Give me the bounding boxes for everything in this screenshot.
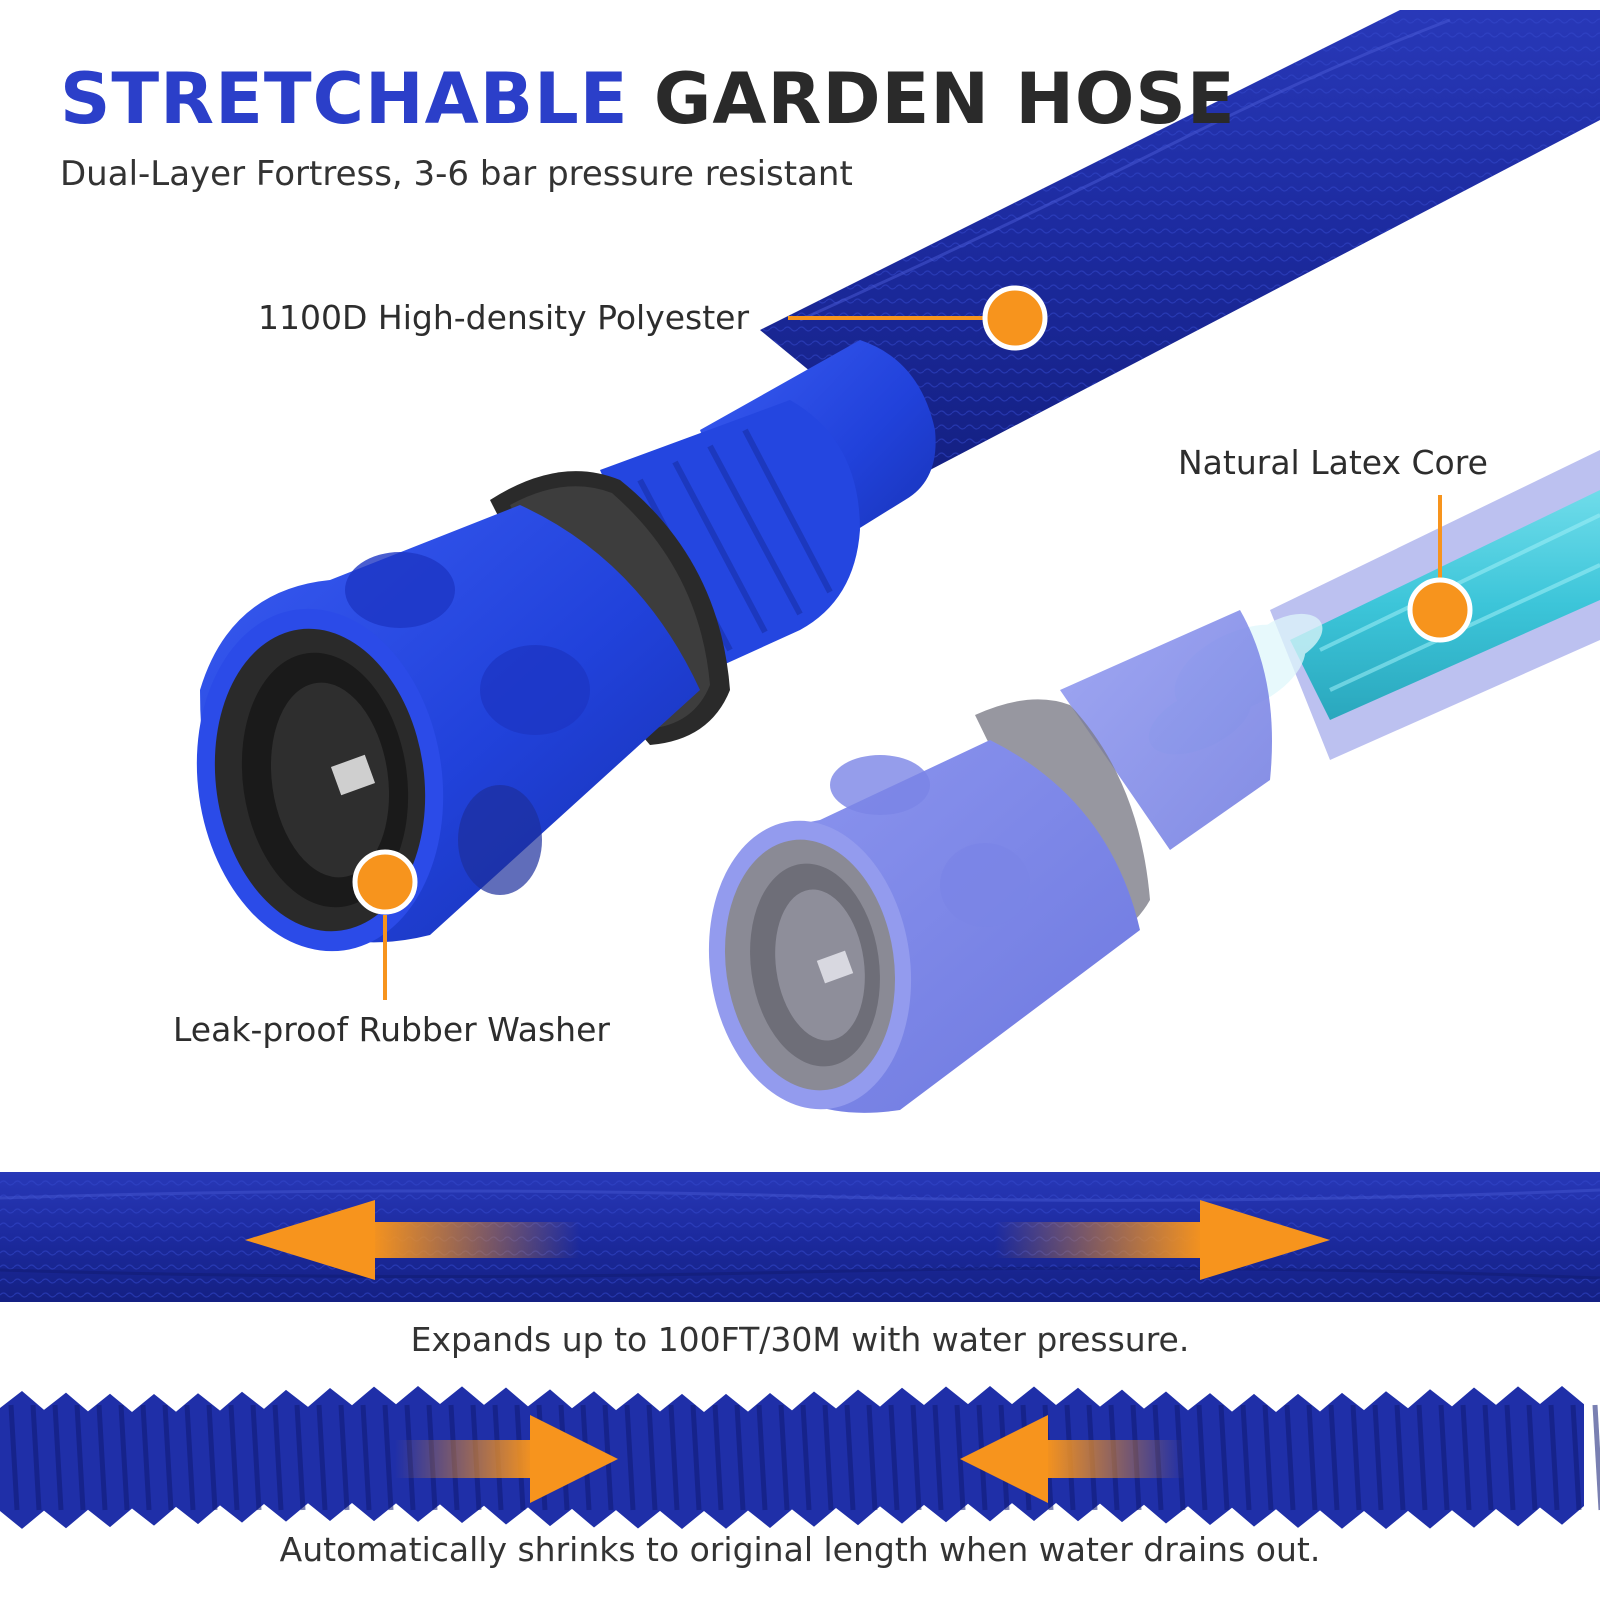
hose-fold — [162, 1404, 174, 1511]
hose-fold — [8, 1404, 20, 1511]
title-rest: GARDEN HOSE — [653, 58, 1236, 140]
hose-fold — [360, 1404, 372, 1511]
hose-fold — [932, 1404, 944, 1511]
hose-fold — [1394, 1404, 1406, 1511]
shrink-arrow-right — [395, 1415, 618, 1503]
hose-fold — [712, 1404, 724, 1511]
hose-fold — [1372, 1404, 1384, 1511]
hose-fold — [272, 1404, 284, 1511]
hose-fold — [96, 1404, 108, 1511]
hose-fold — [822, 1404, 834, 1511]
callout-washer-marker — [352, 849, 418, 1000]
page-title: STRETCHABLE GARDEN HOSE — [60, 64, 1236, 134]
callout-latex-label: Natural Latex Core — [1178, 443, 1488, 482]
hose-fold — [844, 1404, 856, 1511]
hose-fold — [382, 1404, 394, 1511]
hose-fold — [1460, 1404, 1472, 1511]
callout-polyester-label: 1100D High-density Polyester — [258, 298, 750, 337]
cutaway-connector — [708, 450, 1600, 1113]
hose-fold — [1570, 1404, 1582, 1511]
hose-fold — [624, 1404, 636, 1511]
hose-fold — [1218, 1404, 1230, 1511]
hose-fold — [954, 1404, 966, 1511]
hose-fold — [866, 1404, 878, 1511]
callout-washer-label: Leak-proof Rubber Washer — [173, 1010, 610, 1049]
compressed-hose-band — [0, 1386, 1600, 1529]
hose-fold — [1438, 1404, 1450, 1511]
hose-fold — [1526, 1404, 1538, 1511]
hose-fold — [1196, 1404, 1208, 1511]
expand-arrow-right — [995, 1200, 1330, 1280]
hose-fold — [690, 1404, 702, 1511]
hose-fold — [1262, 1404, 1274, 1511]
hose-fold — [118, 1404, 130, 1511]
expand-arrow-left — [245, 1200, 580, 1280]
hose-fold — [1350, 1404, 1362, 1511]
hose-fold — [1548, 1404, 1560, 1511]
hose-fold — [1482, 1404, 1494, 1511]
expanded-hose-band — [0, 1172, 1600, 1302]
hose-fold — [1592, 1404, 1600, 1511]
hose-fold — [338, 1404, 350, 1511]
hose-fold — [756, 1404, 768, 1511]
hose-fold — [52, 1404, 64, 1511]
shrink-arrow-left — [960, 1415, 1185, 1503]
hose-fold — [888, 1404, 900, 1511]
hose-fold — [294, 1404, 306, 1511]
hose-fold — [140, 1404, 152, 1511]
hose-fold — [778, 1404, 790, 1511]
hose-fold — [1504, 1404, 1516, 1511]
hose-fold — [228, 1404, 240, 1511]
subtitle: Dual-Layer Fortress, 3-6 bar pressure re… — [60, 154, 853, 194]
hose-fold — [1328, 1404, 1340, 1511]
hose-fold — [646, 1404, 658, 1511]
hose-fold — [910, 1404, 922, 1511]
caption-shrink: Automatically shrinks to original length… — [279, 1530, 1321, 1569]
hose-fold — [30, 1404, 42, 1511]
main-connector — [196, 340, 936, 952]
title-highlight: STRETCHABLE — [60, 58, 629, 140]
caption-expand: Expands up to 100FT/30M with water press… — [410, 1320, 1190, 1359]
hose-fold — [206, 1404, 218, 1511]
upper-hose-fabric — [760, 10, 1600, 470]
hose-fold — [250, 1404, 262, 1511]
hose-fold — [1416, 1404, 1428, 1511]
hose-fold — [1306, 1404, 1318, 1511]
hose-fold — [668, 1404, 680, 1511]
hose-fold — [74, 1404, 86, 1511]
callout-latex-marker — [1407, 495, 1473, 643]
hose-fold — [316, 1404, 328, 1511]
hose-fold — [800, 1404, 812, 1511]
callout-polyester-marker — [788, 285, 1048, 351]
hose-fold — [734, 1404, 746, 1511]
hose-fold — [1240, 1404, 1252, 1511]
hose-fold — [184, 1404, 196, 1511]
hose-fold — [1284, 1404, 1296, 1511]
